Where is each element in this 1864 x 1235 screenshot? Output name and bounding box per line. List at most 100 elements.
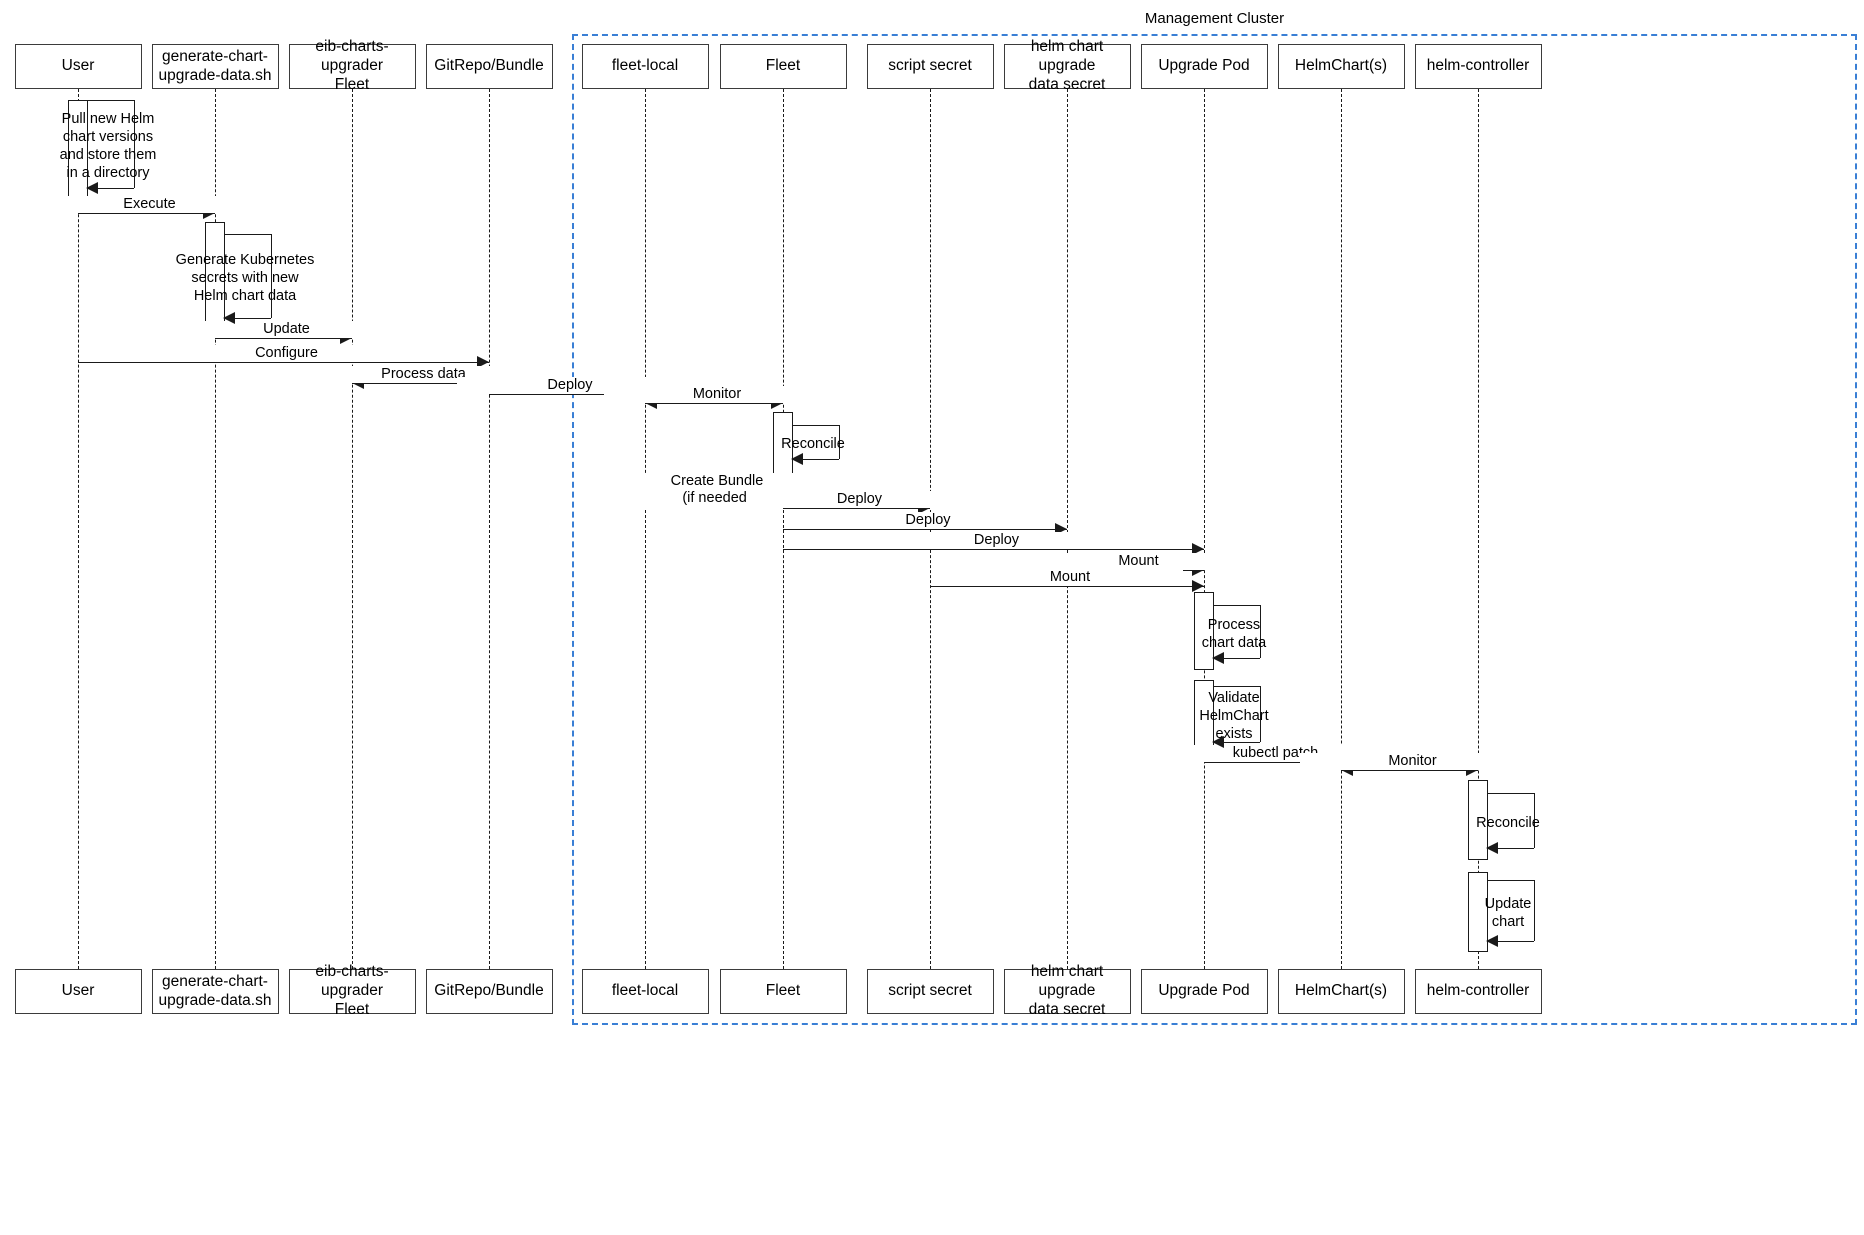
self-loop-bottom-s1 (90, 188, 134, 189)
self-loop-top-s2 (225, 234, 271, 235)
participant-datasecret-top: helm chart upgrade data secret (1003, 38, 1131, 93)
self-message-label-s1: Pull new Helm chart versions and store t… (59, 111, 157, 182)
activation-bar-upgradepod (1194, 592, 1214, 670)
participant-label: HelmChart(s) (1294, 982, 1388, 1000)
participant-scriptsecret-top: script secret (866, 44, 994, 89)
self-loop-bottom-s4 (1216, 658, 1260, 659)
message-line-m9 (783, 529, 1067, 530)
participant-label: script secret (888, 57, 972, 75)
self-loop-right-s7 (1534, 880, 1535, 941)
self-loop-right-s2 (271, 234, 272, 318)
activation-bar-helmctl (1468, 780, 1488, 860)
self-loop-bottom-s6 (1490, 848, 1534, 849)
lifeline-eibfleet (352, 89, 353, 969)
participant-datasecret-bottom: helm chart upgrade data secret (1003, 963, 1131, 1018)
arrowhead-right (1192, 543, 1204, 555)
self-loop-arrowhead-s1 (86, 182, 98, 194)
participant-label: generate-chart- upgrade-data.sh (158, 972, 272, 1009)
message-line-m12 (930, 586, 1204, 587)
participant-label: Fleet (765, 57, 801, 75)
message-line-m5 (489, 394, 645, 395)
participant-label: helm chart upgrade data secret (1028, 38, 1106, 93)
self-loop-bottom-s5 (1216, 742, 1260, 743)
message-label-m9: Deploy (815, 512, 1041, 530)
lifeline-fleetlocal (645, 89, 646, 969)
participant-label: eib-charts-upgrader Fleet (315, 38, 389, 93)
self-loop-right-s1 (134, 100, 135, 188)
arrowhead-right (477, 356, 489, 368)
message-line-m2 (215, 338, 352, 339)
participant-label: helm-controller (1426, 57, 1530, 75)
arrowhead-right (1192, 580, 1204, 592)
self-loop-right-s5 (1260, 686, 1261, 742)
participant-upgradepod-top: Upgrade Pod (1140, 44, 1268, 89)
participant-label: fleet-local (611, 57, 679, 75)
participant-fleet-bottom: Fleet (719, 969, 847, 1014)
lifeline-user (78, 89, 79, 969)
message-label-m6: Monitor (604, 386, 830, 404)
participant-gitrepo-bottom: GitRepo/Bundle (425, 969, 553, 1014)
self-loop-bottom-s7 (1490, 941, 1534, 942)
self-loop-top-s6 (1488, 793, 1534, 794)
participant-label: Fleet (765, 982, 801, 1000)
participant-upgradepod-bottom: Upgrade Pod (1140, 969, 1268, 1014)
self-loop-right-s6 (1534, 793, 1535, 848)
lifeline-helmchart (1341, 89, 1342, 969)
participant-eibfleet-top: eib-charts-upgrader Fleet (288, 38, 416, 93)
message-label-m8: Deploy (746, 491, 973, 509)
management-cluster-label: Management Cluster (1144, 10, 1285, 27)
message-label-m2: Update (173, 321, 400, 339)
self-loop-right-s4 (1260, 605, 1261, 658)
participant-fleetlocal-bottom: fleet-local (581, 969, 709, 1014)
participant-label: User (61, 982, 95, 1000)
self-loop-arrowhead-s5 (1212, 736, 1224, 748)
participant-label: helm-controller (1426, 982, 1530, 1000)
activation-bar-helmctl (1468, 872, 1488, 952)
participant-label: User (61, 57, 95, 75)
self-message-label-s3: Reconcile (781, 436, 845, 452)
message-line-m1 (78, 213, 215, 214)
participant-helmchart-top: HelmChart(s) (1277, 44, 1405, 89)
self-loop-arrowhead-s2 (223, 312, 235, 324)
lifeline-upgradepod (1204, 89, 1205, 969)
self-message-label-s7: Update chart (1484, 895, 1532, 930)
participant-label: script secret (888, 982, 972, 1000)
self-message-label-s2: Generate Kubernetes secrets with new Hel… (175, 252, 315, 305)
participant-label: eib-charts-upgrader Fleet (315, 963, 389, 1018)
participant-label: generate-chart- upgrade-data.sh (158, 47, 272, 84)
participant-helmchart-bottom: HelmChart(s) (1277, 969, 1405, 1014)
participant-helmctl-top: helm-controller (1414, 44, 1542, 89)
participant-label: Upgrade Pod (1158, 57, 1250, 75)
message-label-m12: Mount (957, 569, 1183, 587)
participant-gitrepo-top: GitRepo/Bundle (425, 44, 553, 89)
participant-label: helm chart upgrade data secret (1028, 963, 1106, 1018)
participant-label: GitRepo/Bundle (434, 57, 544, 75)
participant-label: GitRepo/Bundle (434, 982, 544, 1000)
message-label-m14: Monitor (1299, 753, 1526, 771)
self-loop-bottom-s2 (227, 318, 271, 319)
self-message-label-s4: Process chart data (1201, 616, 1267, 651)
participant-eibfleet-bottom: eib-charts-upgrader Fleet (288, 963, 416, 1018)
lifeline-script (215, 89, 216, 969)
self-loop-top-s4 (1214, 605, 1260, 606)
message-line-m6 (645, 403, 783, 404)
lifeline-gitrepo (489, 89, 490, 969)
self-loop-right-s3 (839, 425, 840, 459)
participant-label: Upgrade Pod (1158, 982, 1250, 1000)
self-loop-top-s3 (793, 425, 839, 426)
self-loop-top-s7 (1488, 880, 1534, 881)
message-label-m11: Mount (1025, 553, 1252, 571)
self-message-label-s6: Reconcile (1476, 814, 1540, 831)
self-loop-bottom-s3 (795, 459, 839, 460)
participant-user-top: User (14, 44, 142, 89)
message-label-m10: Deploy (883, 532, 1110, 550)
self-loop-top-s5 (1214, 686, 1260, 687)
self-loop-arrowhead-s4 (1212, 652, 1224, 664)
message-line-m4 (352, 383, 489, 384)
lifeline-helmctl (1478, 89, 1479, 969)
participant-label: HelmChart(s) (1294, 57, 1388, 75)
message-label-m3: Configure (173, 345, 400, 363)
participant-fleet-top: Fleet (719, 44, 847, 89)
participant-helmctl-bottom: helm-controller (1414, 969, 1542, 1014)
